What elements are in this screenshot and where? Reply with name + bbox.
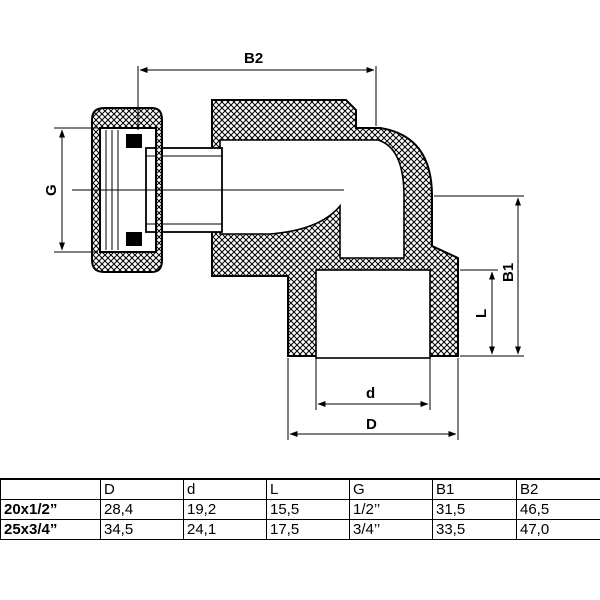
row-size-cell: 20x1/2” — [0, 499, 101, 520]
table-cell: 17,5 — [266, 519, 350, 540]
header-cell-b1: B1 — [432, 478, 517, 500]
table-cell: 24,1 — [183, 519, 267, 540]
dimension-b1: B1 — [434, 195, 524, 357]
header-cell-l: L — [266, 478, 350, 500]
seal-ring-bottom — [126, 232, 142, 246]
label-d-outer: D — [366, 416, 377, 433]
table-cell: 34,5 — [100, 519, 184, 540]
header-cell-d-inner: d — [183, 478, 267, 500]
union-nut — [91, 107, 163, 273]
row-size-cell: 25x3/4” — [0, 519, 101, 540]
dimension-d-inner: d — [315, 358, 431, 410]
label-b2: B2 — [244, 50, 263, 67]
spec-table: D d L G B1 B2 20x1/2” 28,4 19,2 15,5 1/2… — [0, 478, 600, 540]
spec-table-header-row: D d L G B1 B2 — [0, 478, 600, 500]
table-cell: 15,5 — [266, 499, 350, 520]
table-cell: 46,5 — [516, 499, 600, 520]
header-cell-g: G — [349, 478, 433, 500]
dimension-g: G — [43, 127, 98, 253]
table-cell: 3/4’’ — [349, 519, 433, 540]
header-cell-corner — [0, 478, 101, 500]
elbow-bore — [219, 139, 405, 259]
elbow-fitting-drawing: B2 G B1 L d D — [43, 50, 524, 440]
dimension-d-outer: D — [287, 358, 459, 440]
dimension-b2: B2 — [137, 50, 377, 130]
table-cell: 31,5 — [432, 499, 517, 520]
socket-bore — [315, 269, 431, 359]
table-row: 25x3/4” 34,5 24,1 17,5 3/4’’ 33,5 47,0 — [0, 519, 600, 540]
table-cell: 28,4 — [100, 499, 184, 520]
table-cell: 33,5 — [432, 519, 517, 540]
label-b1: B1 — [500, 263, 517, 282]
seal-ring-top — [126, 134, 142, 148]
dimension-l: L — [460, 269, 498, 355]
header-cell-b2: B2 — [516, 478, 600, 500]
table-row: 20x1/2” 28,4 19,2 15,5 1/2’’ 31,5 46,5 — [0, 499, 600, 520]
label-l: L — [473, 309, 490, 318]
table-cell: 1/2’’ — [349, 499, 433, 520]
label-g: G — [43, 184, 60, 196]
table-cell: 19,2 — [183, 499, 267, 520]
header-cell-d-outer: D — [100, 478, 184, 500]
label-d-inner: d — [366, 385, 375, 402]
table-cell: 47,0 — [516, 519, 600, 540]
